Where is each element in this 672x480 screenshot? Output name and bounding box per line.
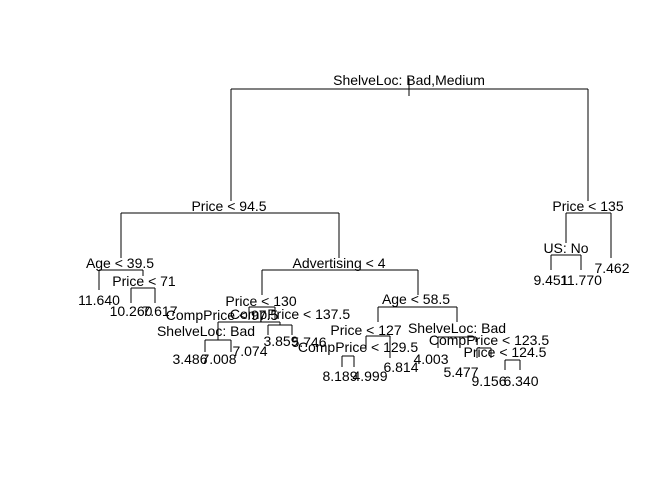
leaf-value-l5: 7.008	[201, 351, 236, 367]
leaf-value-l15: 6.340	[503, 373, 538, 389]
leaf-value-l8: 5.746	[291, 334, 326, 350]
leaf-value-l17: 11.770	[560, 272, 602, 288]
leaf-value-l4: 3.486	[172, 351, 207, 367]
leaf-value-l14: 9.156	[471, 373, 506, 389]
split-label-age395: Age < 39.5	[86, 255, 154, 271]
leaf-value-l1: 11.640	[78, 292, 120, 308]
leaf-value-l2: 10.260	[110, 303, 153, 319]
split-label-age585: Age < 58.5	[382, 291, 450, 307]
split-label-usno: US: No	[543, 240, 588, 256]
leaf-value-l10: 4.999	[352, 368, 387, 384]
leaf-value-l12: 4.003	[413, 351, 448, 367]
split-label-shelvebad1: ShelveLoc: Bad	[157, 323, 255, 339]
split-label-price1245: Price < 124.5	[464, 344, 547, 360]
leaf-value-l13: 5.477	[443, 364, 478, 380]
split-label-comp1235: CompPrice < 123.5	[429, 332, 549, 348]
split-label-shelvebad2: ShelveLoc: Bad	[408, 320, 506, 336]
split-label-comp1375: CompPrice < 137.5	[230, 306, 350, 322]
split-label-price135: Price < 135	[552, 198, 623, 214]
split-label-price945: Price < 94.5	[191, 198, 266, 214]
split-label-price127: Price < 127	[330, 322, 401, 338]
leaf-value-l3: 7.617	[142, 303, 177, 319]
split-label-adv4: Advertising < 4	[293, 255, 386, 271]
split-label-price130: Price < 130	[225, 293, 296, 309]
leaf-value-l6: 7.074	[232, 343, 267, 359]
leaf-value-l11: 6.814	[383, 359, 418, 375]
leaf-value-l7: 3.859	[263, 333, 298, 349]
split-label-root: ShelveLoc: Bad,Medium	[333, 72, 485, 88]
split-label-price71: Price < 71	[112, 273, 176, 289]
split-label-comp1: CompPrice < 97.5	[166, 307, 279, 323]
leaf-value-l16: 9.451	[533, 272, 568, 288]
split-label-comp1295: CompPrice < 129.5	[298, 339, 418, 355]
leaf-value-l9: 8.189	[322, 368, 357, 384]
leaf-value-l18: 7.462	[594, 260, 629, 276]
